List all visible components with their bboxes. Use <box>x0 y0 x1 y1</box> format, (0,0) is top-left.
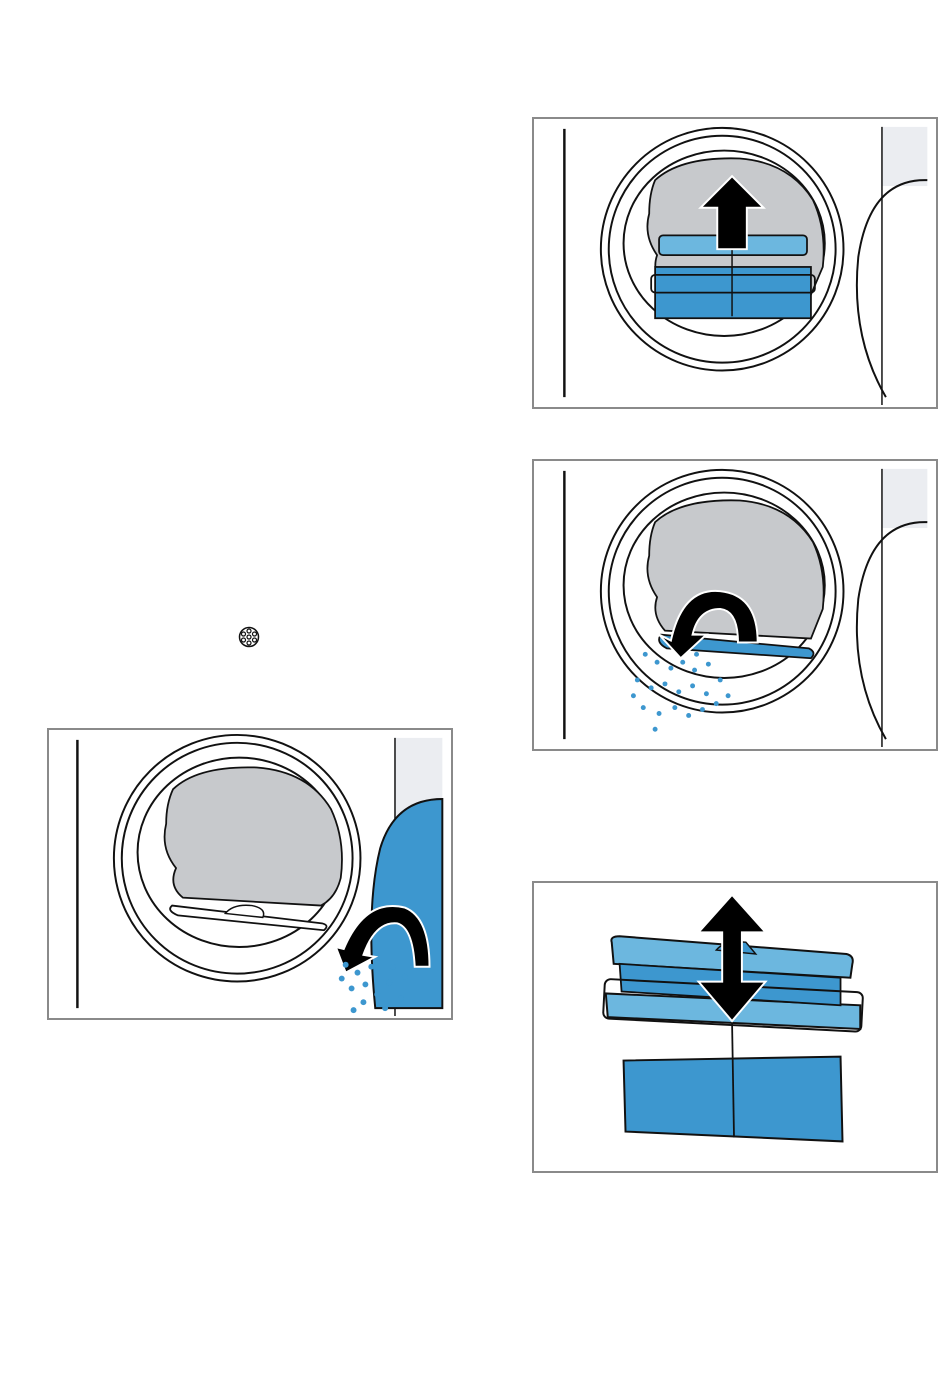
control-panel-area <box>882 469 927 528</box>
pull-filter-up-svg <box>534 119 936 407</box>
door-edge <box>857 522 927 739</box>
control-panel-area <box>882 127 927 186</box>
door-edge <box>857 180 927 397</box>
open-door-drum-illustration <box>47 728 453 1020</box>
remove-lint-svg <box>534 461 936 749</box>
open-door-drum-svg <box>49 730 451 1018</box>
remove-lint-from-door-seal-illustration <box>532 459 938 751</box>
open-filter-svg <box>534 883 936 1171</box>
open-filter-illustration <box>532 881 938 1173</box>
lint-particles <box>631 652 731 732</box>
lint-filter-symbol-icon <box>238 626 260 648</box>
drum-interior <box>165 767 342 905</box>
pull-filter-up-illustration <box>532 117 938 409</box>
